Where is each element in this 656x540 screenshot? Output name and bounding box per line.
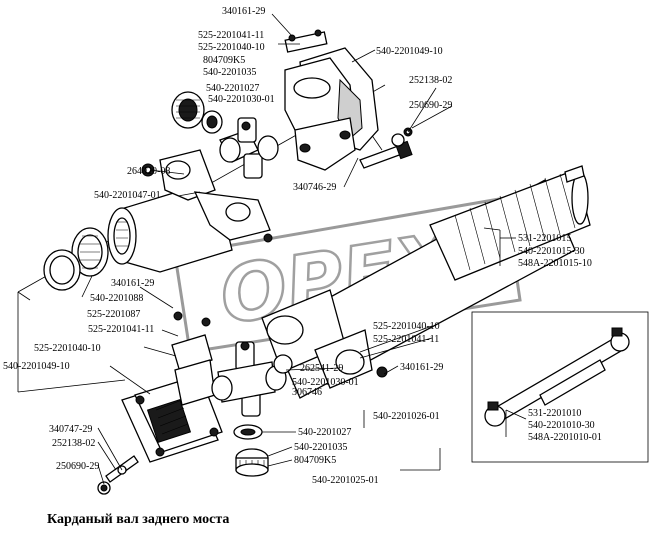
left-slip-yoke [107,149,273,273]
label-548A-2201010-01: 548A-2201010-01 [528,432,602,443]
label-540-2201049-10-lower: 540-2201049-10 [3,361,70,372]
upper-cross [219,117,279,179]
label-540-2201027-lower: 540-2201027 [298,427,351,438]
label-540-2201027: 540-2201027 [206,83,259,94]
label-525-2201040-10-mid: 525-2201040-10 [34,343,101,354]
upper-bearing [171,91,223,134]
label-540-2201049-10: 540-2201049-10 [376,46,443,57]
label-340161-29-mid: 340161-29 [111,278,154,289]
label-525-2201041-11-mid: 525-2201041-11 [88,324,154,335]
label-548A-2201015-10: 548A-2201015-10 [518,258,592,269]
label-252138-02-lower: 252138-02 [52,438,95,449]
label-340746-29: 340746-29 [293,182,336,193]
label-264020-08: 264020-08 [127,166,170,177]
label-525-2201041-11: 525-2201041-11 [198,30,264,41]
label-250690-29-lower: 250690-29 [56,461,99,472]
main-shaft-tube [261,165,591,399]
label-540-2201047-01: 540-2201047-01 [94,190,161,201]
label-250690-29: 250690-29 [409,100,452,111]
label-540-2201030-01: 540-2201030-01 [208,94,275,105]
label-540-2201026-01: 540-2201026-01 [373,411,440,422]
lower-bolt [97,455,139,495]
label-306746: 306746 [292,387,322,398]
lower-bearing [233,424,269,477]
label-540-2201010-30: 540-2201010-30 [528,420,595,431]
lower-cross [211,341,293,417]
upper-flange-yoke [284,29,379,171]
label-525-2201040-10: 525-2201040-10 [198,42,265,53]
leader-lines [81,13,527,485]
label-340161-29: 340161-29 [222,6,265,17]
part-labels: 340161-29 525-2201041-11 525-2201040-10 … [3,6,602,486]
label-525-2201040-10-right: 525-2201040-10 [373,321,440,332]
label-525-2201041-11-right: 525-2201041-11 [373,334,439,345]
label-540-2201030-01-lower: 540-2201030-01 [292,377,359,388]
label-252138-02: 252138-02 [409,75,452,86]
seal-rings [43,227,109,291]
label-540-2201025-01: 540-2201025-01 [312,475,379,486]
label-540-2201035-lower: 540-2201035 [294,442,347,453]
label-340161-29-right: 340161-29 [400,362,443,373]
label-262541-29: 262541-29 [300,363,343,374]
diagram-caption: Карданый вал заднего моста [47,512,229,527]
label-531-2201010: 531-2201010 [528,408,581,419]
label-340747-29: 340747-29 [49,424,92,435]
label-540-2201035: 540-2201035 [203,67,256,78]
label-804709K5: 804709K5 [203,55,245,66]
lower-yoke [171,311,216,406]
label-804709K5-lower: 804709K5 [294,455,336,466]
inset-complete-shaft [471,311,649,463]
label-540-2201015-30: 540-2201015-30 [518,246,585,257]
label-540-2201088: 540-2201088 [90,293,143,304]
label-531-2201015: 531-2201015 [518,233,571,244]
label-525-2201087: 525-2201087 [87,309,140,320]
